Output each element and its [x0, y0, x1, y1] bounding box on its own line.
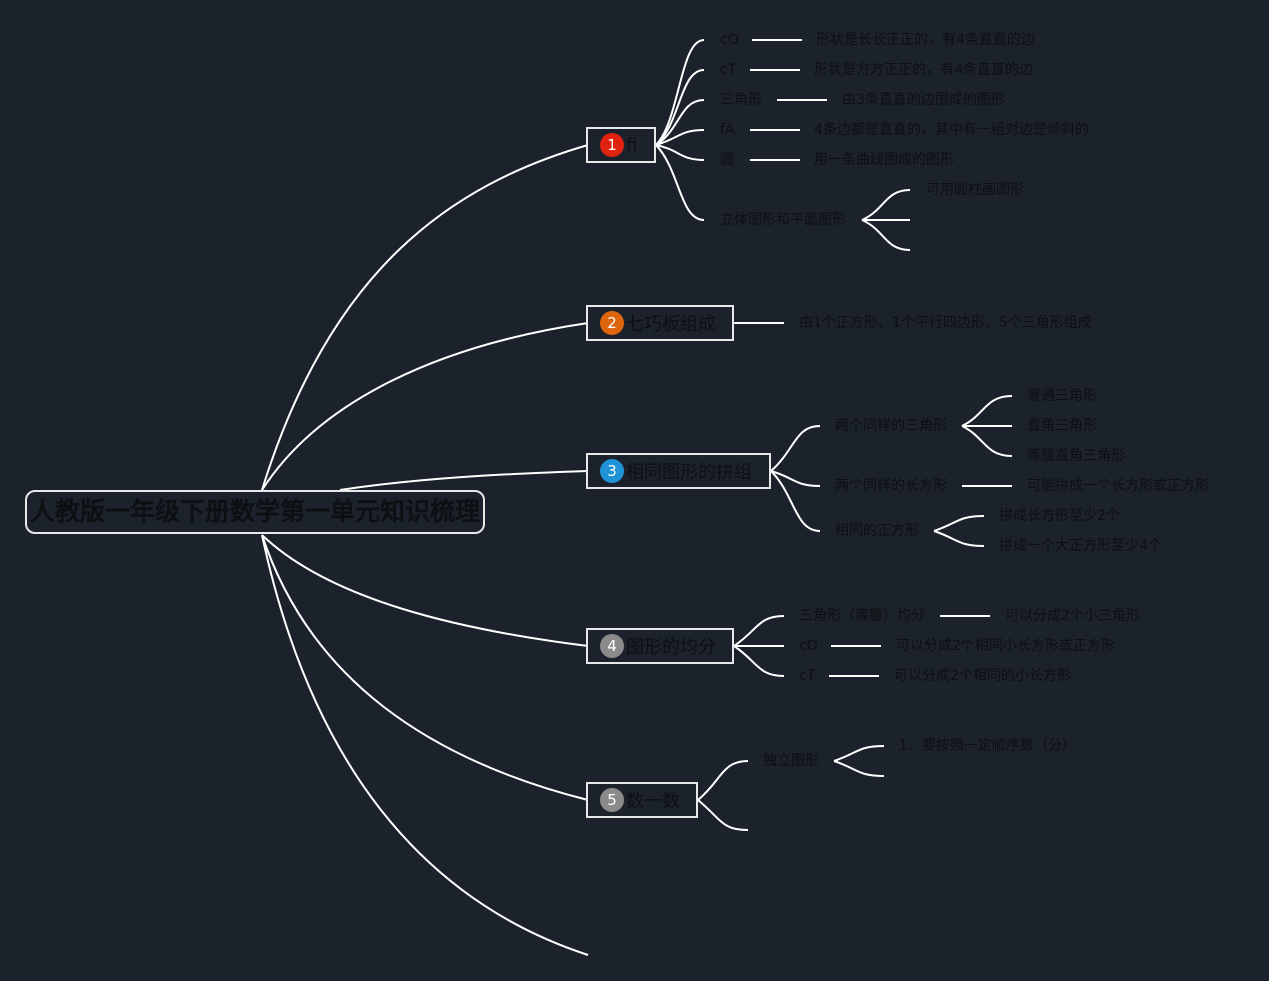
- b3-rect-label[interactable]: 两个同样的长方形: [835, 478, 947, 494]
- b4-co-label[interactable]: cO: [799, 638, 818, 654]
- b5-indep-1[interactable]: 1、要按照一定顺序数（分）: [899, 738, 1076, 754]
- badge-1: 1: [600, 133, 624, 157]
- b1-fa-desc[interactable]: 4条边都是直直的，其中有一组对边是倾斜的: [814, 122, 1089, 138]
- b1-tri-label[interactable]: 三角形: [720, 92, 762, 108]
- b3-tri-2[interactable]: 直角三角形: [1027, 418, 1097, 434]
- branch-2-topic[interactable]: 2 七巧板组成: [586, 305, 734, 341]
- b1-solid-label[interactable]: 立体图形和平面图形: [720, 212, 846, 228]
- link-b3-tri-3: [961, 425, 1013, 457]
- branch-4-title: 图形的均分: [626, 637, 716, 658]
- branch-5-topic[interactable]: 5 数一数: [586, 782, 698, 818]
- b3-tri-label[interactable]: 两个同样的三角形: [835, 418, 947, 434]
- link-b3-sq-1: [933, 515, 985, 532]
- link-b1-ct: [655, 69, 705, 146]
- link-b4-ct: [733, 645, 785, 677]
- b1-co-label[interactable]: cO: [720, 32, 739, 48]
- b1-co-desc[interactable]: 形状是长长正正的，有4条直直的边: [816, 32, 1035, 48]
- link-b5-indep-2: [833, 760, 885, 777]
- badge-4: 4: [600, 634, 624, 658]
- link-root-b5: [261, 534, 589, 801]
- link-b5-indep: [697, 760, 749, 801]
- branch-2-title: 七巧板组成: [626, 314, 716, 335]
- b1-circle-desc[interactable]: 用一条曲线围成的图形: [814, 152, 954, 168]
- b3-tri-1[interactable]: 普通三角形: [1027, 388, 1097, 404]
- link-b1-tri: [655, 99, 705, 146]
- link-b5-indep-1: [833, 745, 885, 762]
- b3-sq-label[interactable]: 相同的正方形: [835, 523, 919, 539]
- link-b1-solid-3: [861, 219, 911, 251]
- link-root-b3: [339, 470, 589, 491]
- link-b5-empty: [697, 799, 749, 831]
- link-root-b2: [261, 322, 589, 491]
- b4-tri-label[interactable]: 三角形（等腰）均分: [799, 608, 925, 624]
- b4-ct-desc[interactable]: 可以分成2个相同的小长方形: [894, 668, 1071, 684]
- link-b3-sq: [770, 470, 821, 532]
- b1-ct-desc[interactable]: 形状是方方正正的，有4条直直的边: [814, 62, 1033, 78]
- branch-4-topic[interactable]: 4 图形的均分: [586, 628, 734, 664]
- b1-solid-sub1[interactable]: 可用圆柱画圆形: [926, 182, 1024, 198]
- branch-1-title: fi: [626, 134, 638, 156]
- link-b3-tri-1: [961, 395, 1013, 427]
- link-b1-co: [655, 39, 705, 146]
- b3-sq-1[interactable]: 拼成长方形至少2个: [999, 508, 1120, 524]
- b2-desc[interactable]: 由1个正方形、1个平行四边形、5个三角形组成: [799, 315, 1092, 331]
- branch-1-topic[interactable]: 1 fi: [586, 127, 656, 163]
- link-b3-sq-2: [933, 530, 985, 547]
- branch-3-title: 相同图形的拼组: [626, 462, 752, 483]
- link-b3-tri: [770, 425, 821, 472]
- link-b1-solid: [655, 144, 705, 221]
- link-b3-rect: [770, 470, 821, 487]
- link-b1-fa: [655, 129, 705, 146]
- link-root-b4: [261, 534, 589, 647]
- badge-2: 2: [600, 311, 624, 335]
- branch-3-topic[interactable]: 3 相同图形的拼组: [586, 453, 771, 489]
- b3-sq-2[interactable]: 拼成一个大正方形至少4个: [999, 538, 1162, 554]
- b4-co-desc[interactable]: 可以分成2个相同小长方形或正方形: [896, 638, 1115, 654]
- link-b1-circle: [655, 144, 705, 161]
- b5-indep-label[interactable]: 独立图形: [763, 753, 819, 769]
- b3-rect-desc[interactable]: 可能拼成一个长方形或正方形: [1027, 478, 1209, 494]
- b3-tri-3[interactable]: 等腰直角三角形: [1027, 448, 1125, 464]
- b1-ct-label[interactable]: cT: [720, 62, 737, 78]
- b4-tri-desc[interactable]: 可以分成2个小三角形: [1005, 608, 1140, 624]
- b4-ct-label[interactable]: cT: [799, 668, 816, 684]
- b1-circle-label[interactable]: 圆: [720, 152, 734, 168]
- link-root-b1: [261, 144, 589, 491]
- branch-5-title: 数一数: [626, 791, 680, 812]
- root-topic[interactable]: 人教版一年级下册数学第一单元知识梳理: [25, 490, 485, 534]
- badge-5: 5: [600, 788, 624, 812]
- link-b4-tri: [733, 615, 785, 647]
- link-b1-solid-1: [861, 189, 911, 221]
- link-root-tail: [261, 534, 589, 956]
- b1-fa-label[interactable]: fA: [720, 122, 735, 138]
- badge-3: 3: [600, 459, 624, 483]
- b1-tri-desc[interactable]: 由3条直直的边围成的图形: [842, 92, 1005, 108]
